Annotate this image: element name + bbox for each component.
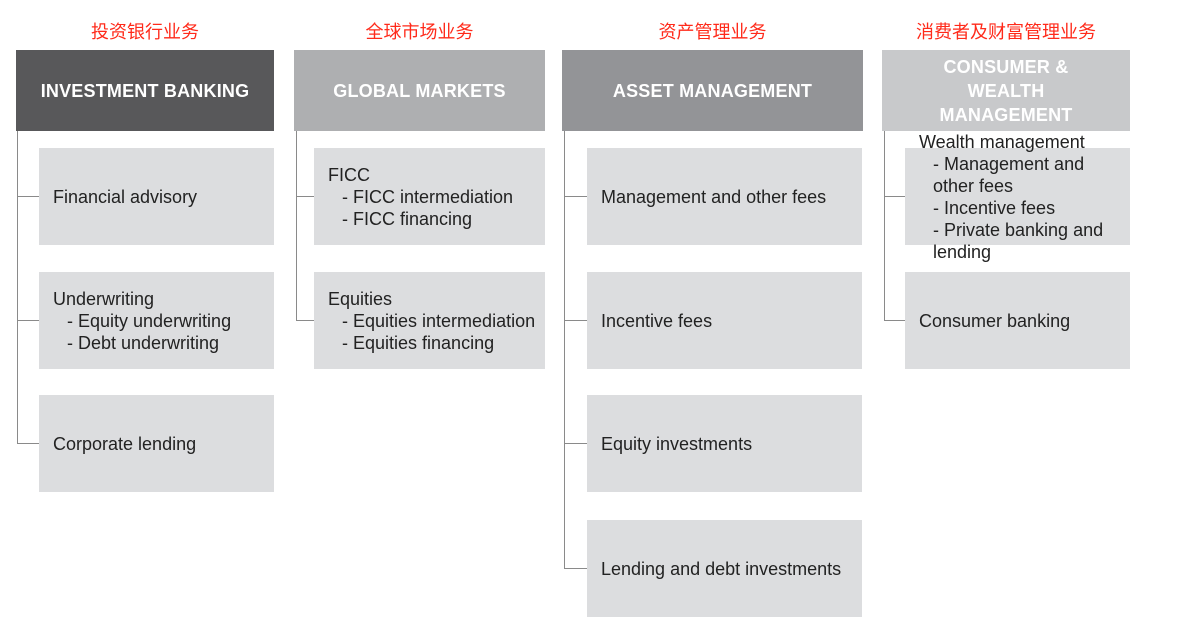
connector-line: [296, 131, 297, 320]
item-label: Financial advisory: [53, 186, 198, 207]
segment-item-box: Corporate lending: [39, 395, 274, 492]
sub-item-label: - Debt underwriting: [67, 332, 220, 353]
segment-item-box: Management and other fees: [587, 148, 862, 245]
segment-chinese-label: 全球市场业务: [365, 22, 474, 43]
connector-branch: [296, 320, 314, 321]
sub-item-label: - Incentive fees: [933, 197, 1056, 218]
segment-header: INVESTMENT BANKING: [16, 50, 274, 131]
connector-line: [884, 131, 885, 320]
segment-header: CONSUMER & WEALTH MANAGEMENT: [882, 50, 1130, 131]
sub-item-label: - FICC intermediation: [342, 186, 514, 207]
sub-item-label: - Equities intermediation: [342, 310, 536, 331]
sub-item-label: - FICC financing: [342, 208, 473, 229]
segment-item-box: Lending and debt investments: [587, 520, 862, 617]
segment-item-box: Wealth management- Management and other …: [905, 132, 1130, 262]
segment-item-box: Consumer banking: [905, 272, 1130, 369]
segment-chinese-label: 资产管理业务: [658, 22, 767, 43]
item-label: Consumer banking: [919, 310, 1071, 331]
item-label: Wealth management: [919, 131, 1085, 152]
item-label: Corporate lending: [53, 433, 197, 454]
connector-branch: [564, 320, 587, 321]
item-label: Equities: [328, 288, 393, 309]
connector-branch: [884, 196, 905, 197]
item-label: FICC: [328, 164, 370, 185]
sub-item-label: - Equity underwriting: [67, 310, 232, 331]
segment-item-box: FICC- FICC intermediation- FICC financin…: [314, 148, 545, 245]
segment-chinese-label: 消费者及财富管理业务: [916, 22, 1096, 43]
connector-branch: [296, 196, 314, 197]
item-label: Incentive fees: [601, 310, 713, 331]
item-label: Management and other fees: [601, 186, 827, 207]
sub-item-label: - Management and other fees: [933, 153, 1085, 196]
item-label: Lending and debt investments: [601, 558, 842, 579]
connector-branch: [564, 196, 587, 197]
segment-chinese-label: 投资银行业务: [91, 22, 199, 43]
sub-item-label: - Equities financing: [342, 332, 495, 353]
segment-item-box: Equity investments: [587, 395, 862, 492]
connector-branch: [17, 320, 39, 321]
connector-branch: [17, 443, 39, 444]
connector-branch: [564, 443, 587, 444]
segment-header: GLOBAL MARKETS: [294, 50, 545, 131]
connector-line: [564, 131, 565, 568]
connector-line: [17, 131, 18, 443]
item-label: Underwriting: [53, 288, 155, 309]
segment-item-box: Incentive fees: [587, 272, 862, 369]
segment-item-box: Financial advisory: [39, 148, 274, 245]
connector-branch: [564, 568, 587, 569]
segment-header: ASSET MANAGEMENT: [562, 50, 863, 131]
segment-item-box: Equities- Equities intermediation- Equit…: [314, 272, 545, 369]
item-label: Equity investments: [601, 433, 753, 454]
connector-branch: [884, 320, 905, 321]
sub-item-label: - Private banking and lending: [933, 219, 1104, 262]
segment-item-box: Underwriting- Equity underwriting- Debt …: [39, 272, 274, 369]
connector-branch: [17, 196, 39, 197]
